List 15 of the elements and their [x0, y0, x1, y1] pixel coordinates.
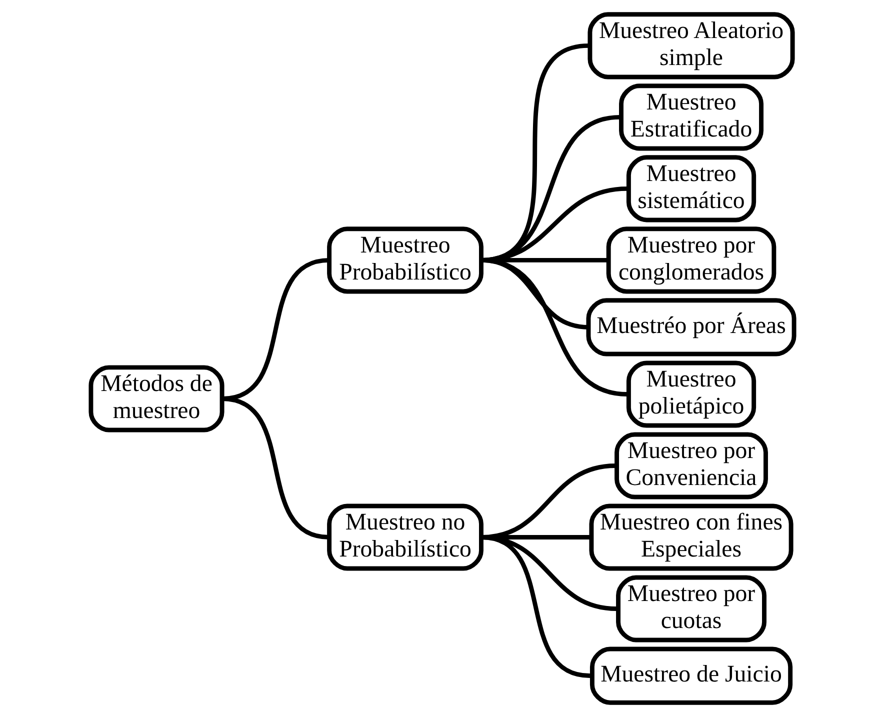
- node-box: Muestreo Estratificado: [619, 84, 764, 151]
- node-box: Muestreo con fines Especiales: [589, 504, 794, 571]
- node-box: Muestreo sistemático: [626, 155, 756, 222]
- node-box: Muestreo Probabilístico: [327, 226, 484, 294]
- node-box: Métodos de muestreo: [88, 365, 224, 432]
- node-box: Muestreo por Conveniencia: [614, 432, 768, 500]
- node-box: Muestreo por conglomerados: [606, 226, 776, 294]
- node-box: Muestreo Aleatorio simple: [588, 12, 795, 80]
- node-box: Muestréo por Áreas: [586, 298, 796, 356]
- connector: [222, 396, 330, 540]
- node-box: Muestreo de Juicio: [590, 646, 793, 705]
- connector: [480, 535, 590, 678]
- node-box: Muestreo por cuotas: [616, 575, 766, 642]
- node-box: Muestreo polietápico: [626, 360, 756, 428]
- node-box: Muestreo no Probabilístico: [327, 504, 484, 571]
